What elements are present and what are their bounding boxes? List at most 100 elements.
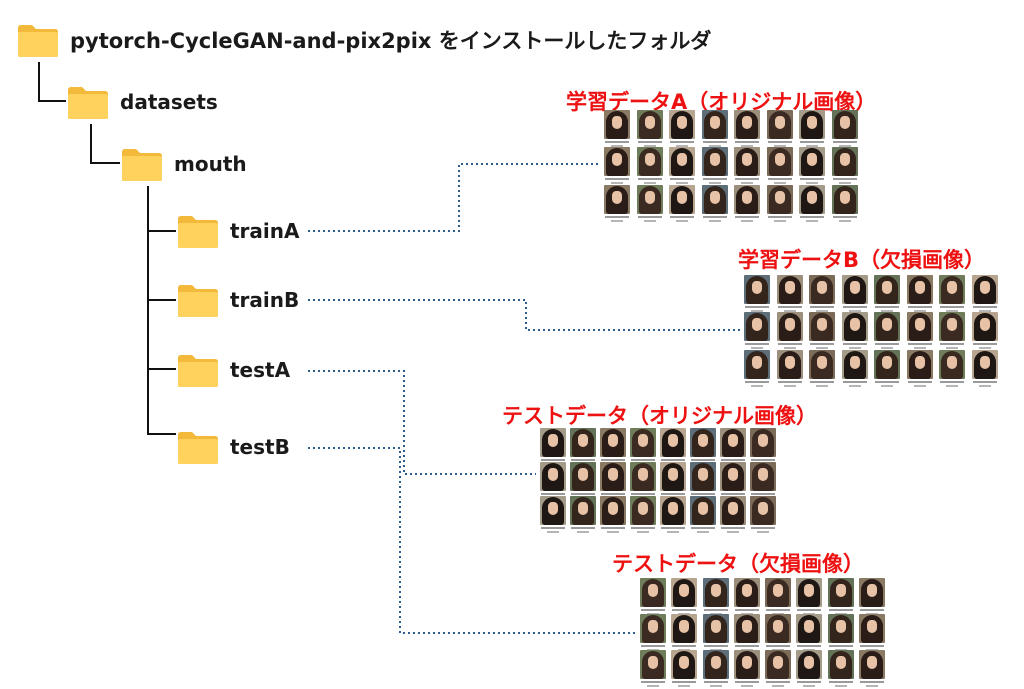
thumbnail-image [750,462,776,500]
thumbnail-image [767,185,793,223]
folder-icon [176,282,220,318]
tree-lines [38,62,176,435]
thumbnail-image [907,312,933,350]
thumbnail-image [669,147,695,185]
thumbnail-image [796,614,822,652]
thumbnail-image [637,110,663,148]
thumbnail-image [660,462,686,500]
caption-testB: テストデータ（欠損画像） [612,552,864,576]
dotted-connectors [308,163,740,634]
folder-label-root: pytorch-CycleGAN-and-pix2pix をインストールしたフォ… [70,29,712,53]
thumbnail-image [750,496,776,534]
thumbnail-image [832,185,858,223]
thumbnail-image [734,147,760,185]
folder-label-testA: testA [230,358,291,382]
thumbnail-image [842,312,868,350]
folder-root[interactable]: pytorch-CycleGAN-and-pix2pix をインストールしたフォ… [16,22,711,58]
thumbnail-image [767,110,793,148]
folder-trainB[interactable]: trainB [176,282,299,318]
thumbnail-image [540,496,566,534]
thumbnail-image [809,275,835,313]
thumbnail-image [832,110,858,148]
folder-icon [16,22,60,58]
thumbnail-image [874,275,900,313]
thumbnail-image [809,312,835,350]
thumbnail-image [750,428,776,466]
thumbnail-image [777,350,803,388]
thumbnail-image [859,614,885,652]
thumbnail-image [640,578,666,616]
folder-mouth[interactable]: mouth [120,146,247,182]
thumbnail-image [702,147,728,185]
folder-icon [176,352,220,388]
folder-label-testB: testB [230,435,290,459]
thumbnail-image [828,578,854,616]
thumbnail-image [907,350,933,388]
thumbnail-image [874,350,900,388]
folder-label-mouth: mouth [174,152,247,176]
thumbnail-image [828,614,854,652]
thumbnail-image [637,147,663,185]
thumbnail-image [640,650,666,688]
thumbnail-image [702,110,728,148]
folder-label-datasets: datasets [120,90,218,114]
thumbnail-image [671,578,697,616]
thumbnail-image [669,110,695,148]
thumbnail-image [660,428,686,466]
folder-label-trainA: trainA [230,219,300,243]
thumbnail-image [734,614,760,652]
thumbnail-image [690,462,716,500]
thumbnail-image [874,312,900,350]
thumbnail-image [939,275,965,313]
folder-label-trainB: trainB [230,288,300,312]
thumbnail-image [744,275,770,313]
thumbnail-image [604,110,630,148]
thumbnail-image [669,185,695,223]
folder-testB[interactable]: testB [176,429,290,465]
caption-trainB: 学習データB（欠損画像） [738,248,986,272]
caption-testA: テストデータ（オリジナル画像） [502,404,817,428]
connector-trainA [308,163,600,232]
connector-testB [308,447,636,634]
folder-icon [176,429,220,465]
thumbnail-image [604,185,630,223]
thumbnail-image [796,650,822,688]
thumbnail-image [734,185,760,223]
thumbnail-image [939,350,965,388]
thumbnail-image [660,496,686,534]
folder-trainA[interactable]: trainA [176,213,300,249]
thumbnail-image [907,275,933,313]
thumbnail-image [720,428,746,466]
thumbnail-image [777,275,803,313]
thumbnail-image [703,614,729,652]
thumbnail-image [637,185,663,223]
gallery-testB [640,578,890,688]
thumbnail-image [600,496,626,534]
thumbnail-image [720,496,746,534]
connector-trainB [308,299,740,331]
folder-datasets[interactable]: datasets [66,84,218,120]
thumbnail-image [630,496,656,534]
thumbnail-image [630,462,656,500]
thumbnail-image [600,428,626,466]
thumbnail-image [540,428,566,466]
thumbnail-image [842,350,868,388]
thumbnail-image [570,462,596,500]
gallery-trainB [744,275,1004,387]
thumbnail-image [734,110,760,148]
thumbnail-image [734,578,760,616]
thumbnail-image [640,614,666,652]
thumbnail-image [671,614,697,652]
folder-testA[interactable]: testA [176,352,290,388]
thumbnail-image [799,110,825,148]
thumbnail-image [809,350,835,388]
gallery-trainA [604,110,864,222]
thumbnail-image [832,147,858,185]
thumbnail-image [972,312,998,350]
thumbnail-image [799,185,825,223]
thumbnail-image [702,185,728,223]
thumbnail-image [859,578,885,616]
gallery-testA [540,428,780,533]
thumbnail-image [734,650,760,688]
